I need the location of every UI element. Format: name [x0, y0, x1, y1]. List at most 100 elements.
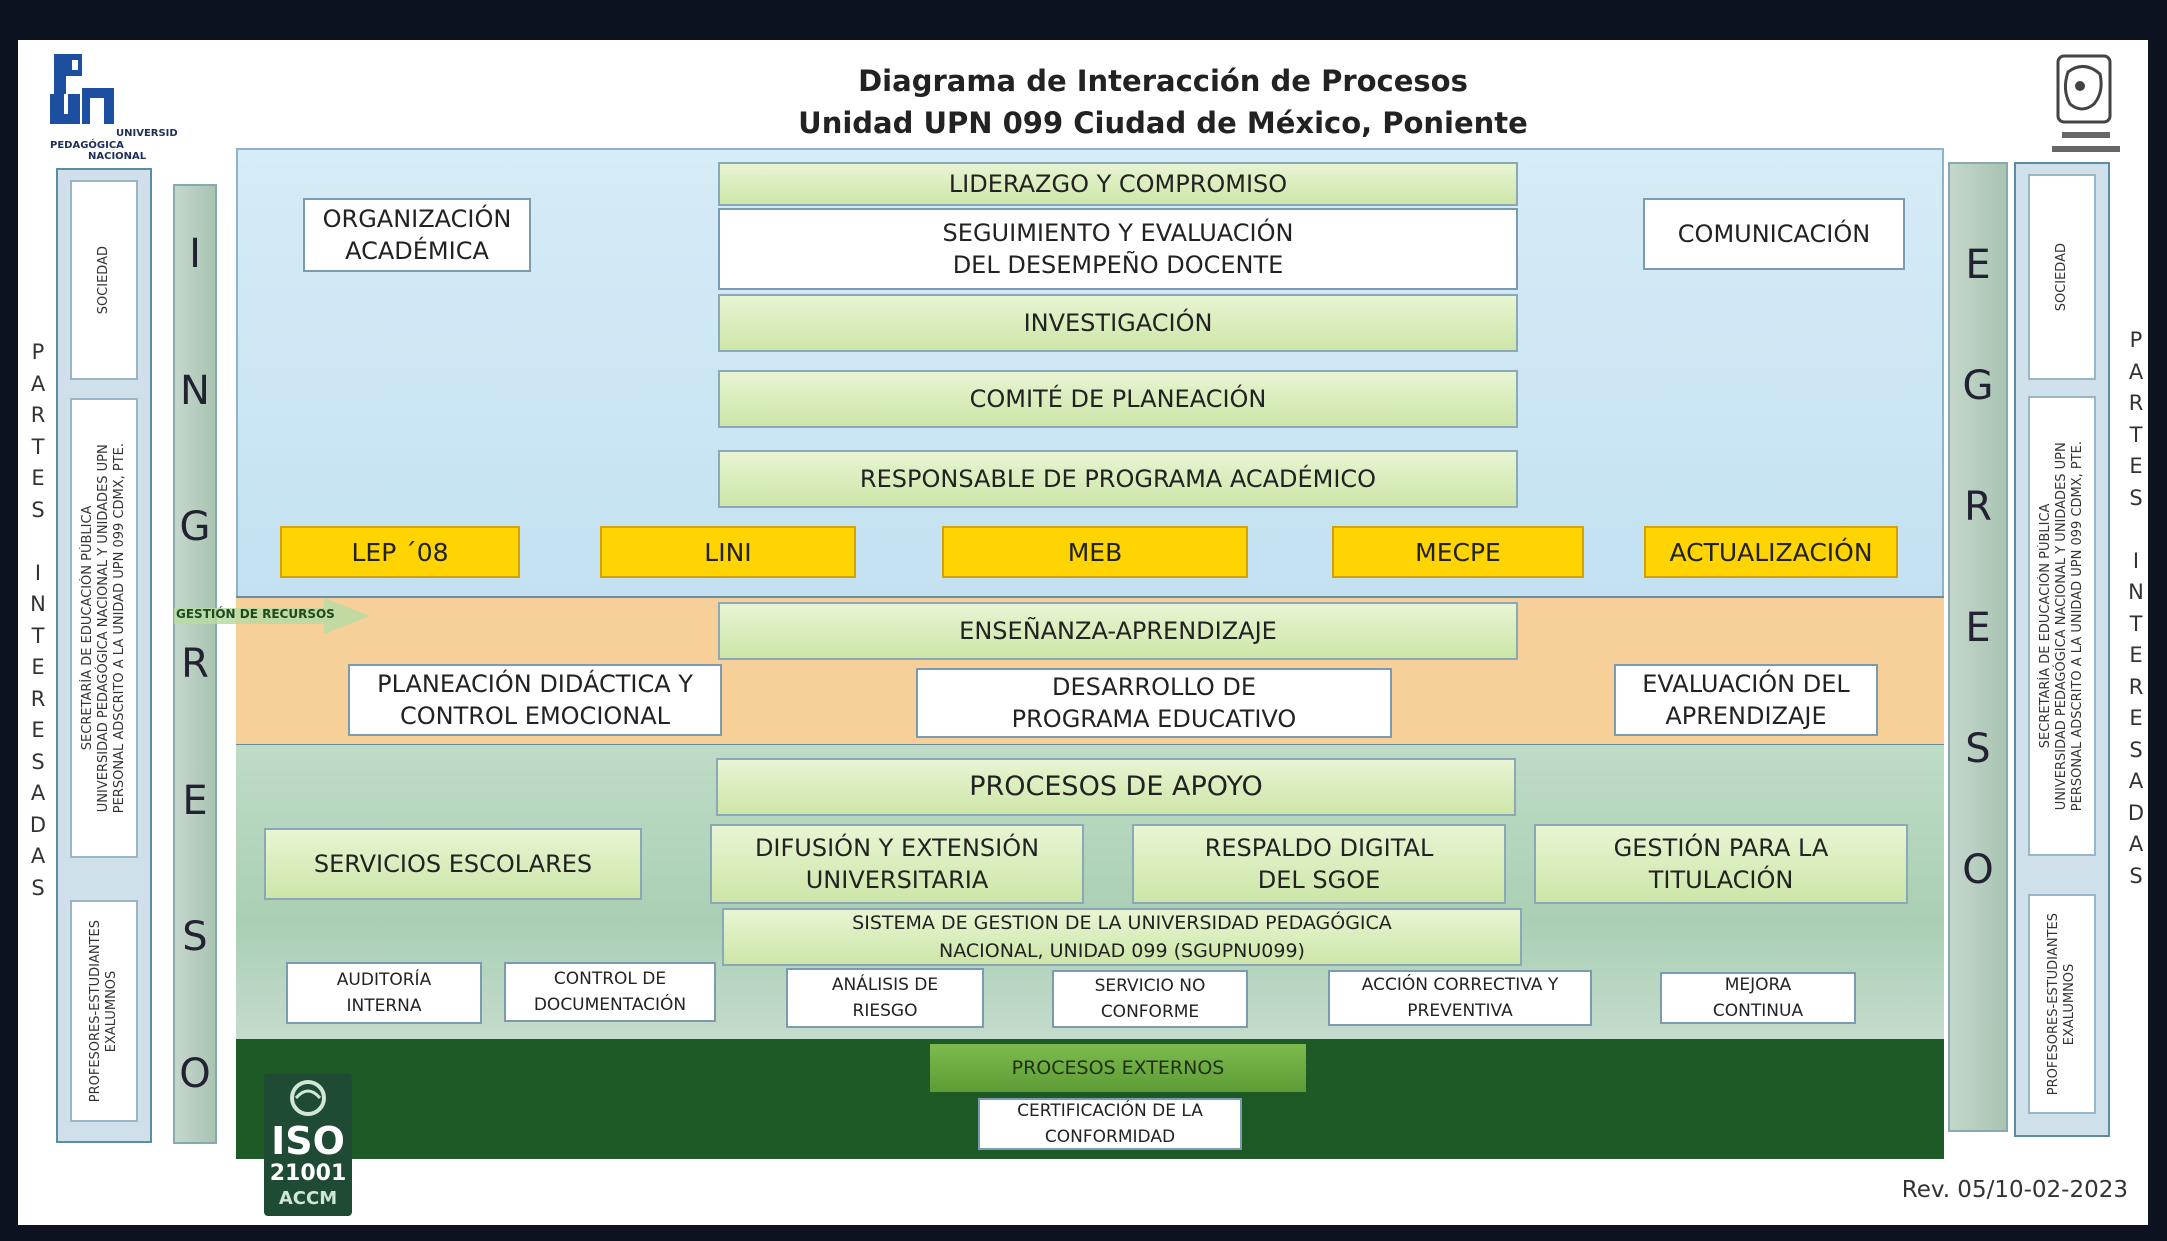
- mejora-continua-box: MEJORA CONTINUA: [1660, 972, 1856, 1024]
- mejora-line-2: CONTINUA: [1712, 1001, 1804, 1021]
- program-mecpe: MECPE: [1332, 526, 1584, 578]
- auditoria-line-2: INTERNA: [346, 996, 422, 1016]
- evaluacion-line-1: EVALUACIÓN DEL: [1642, 670, 1850, 698]
- servicios-escolares-label: SERVICIOS ESCOLARES: [313, 850, 593, 878]
- partes-interesadas-right-letter-0: P: [2129, 328, 2143, 352]
- liderazgo-label: LIDERAZGO Y COMPROMISO: [948, 170, 1288, 198]
- comunicacion-box: COMUNICACIÓN: [1643, 198, 1905, 270]
- difusion-line-1: DIFUSIÓN Y EXTENSIÓN: [754, 834, 1040, 862]
- right-sociedad-box: SOCIEDAD: [2028, 174, 2096, 380]
- egreso-letter-3: E: [1965, 604, 1991, 651]
- partes-interesadas-left-letter-15: D: [29, 812, 47, 837]
- respaldo-digital-box: RESPALDO DIGITAL DEL SGOE: [1132, 824, 1506, 904]
- difusion-line-2: UNIVERSITARIA: [805, 866, 989, 894]
- organizacion-academica-box: ORGANIZACIÓN ACADÉMICA: [303, 198, 531, 272]
- analisis-line-2: RIESGO: [852, 1001, 918, 1021]
- right-stakeholder-column: SOCIEDAD SECRETARÍA DE EDUCACIÓN PÚBLICA…: [2014, 162, 2110, 1137]
- analisis-riesgo-box: ANÁLISIS DE RIESGO: [786, 968, 984, 1028]
- liderazgo-box: LIDERAZGO Y COMPROMISO: [718, 162, 1518, 206]
- partes-interesadas-left-letter-9: T: [31, 623, 45, 648]
- partes-interesadas-right-letter-1: A: [2128, 359, 2144, 384]
- servicio-nc-line-1: SERVICIO NO: [1094, 976, 1206, 996]
- partes-interesadas-left-letter-3: T: [31, 434, 45, 459]
- comite-planeacion-box: COMITÉ DE PLANEACIÓN: [718, 370, 1518, 428]
- upn-logo-text-1: UNIVERSIDAD: [116, 128, 178, 139]
- egreso-letter-5: O: [1962, 846, 1994, 893]
- comunicacion-label: COMUNICACIÓN: [1677, 220, 1871, 248]
- right-sep-text: SECRETARÍA DE EDUCACIÓN PÚBLICA: [2038, 503, 2053, 749]
- responsable-programa-label: RESPONSABLE DE PROGRAMA ACADÉMICO: [859, 465, 1377, 493]
- analisis-line-1: ANÁLISIS DE: [831, 975, 939, 995]
- egreso-letter-0: E: [1965, 241, 1991, 288]
- responsable-programa-box: RESPONSABLE DE PROGRAMA ACADÉMICO: [718, 450, 1518, 508]
- partes-interesadas-right-letter-6: [2133, 517, 2140, 541]
- procesos-apoyo-box: PROCESOS DE APOYO: [716, 758, 1516, 816]
- desarrollo-line-2: PROGRAMA EDUCATIVO: [1011, 705, 1297, 733]
- partes-interesadas-left-letter-2: R: [30, 403, 46, 428]
- program-meb-label: MEB: [1067, 537, 1123, 567]
- planeacion-line-1: PLANEACIÓN DIDÁCTICA Y: [377, 670, 693, 698]
- right-exalumnos-text: EXALUMNOS: [2062, 963, 2077, 1045]
- right-profesores-label: PROFESORES-ESTUDIANTES EXALUMNOS: [2046, 913, 2078, 1095]
- titulacion-line-2: TITULACIÓN: [1648, 866, 1794, 894]
- respaldo-line-1: RESPALDO DIGITAL: [1204, 834, 1434, 862]
- partes-interesadas-right-letter-14: A: [2128, 769, 2144, 794]
- upn-logo: UNIVERSIDAD PEDAGÓGICA NACIONAL: [38, 52, 194, 162]
- program-meb: MEB: [942, 526, 1248, 578]
- program-actualizacion: ACTUALIZACIÓN: [1644, 526, 1898, 578]
- gestion-recursos-arrow: GESTIÓN DE RECURSOS: [174, 596, 374, 636]
- procesos-apoyo-label: PROCESOS DE APOYO: [969, 771, 1263, 802]
- partes-interesadas-left-letter-11: R: [30, 686, 46, 711]
- gestion-recursos-label: GESTIÓN DE RECURSOS: [176, 607, 335, 621]
- partes-interesadas-left-letter-4: E: [31, 466, 45, 491]
- mejora-line-1: MEJORA: [1724, 975, 1792, 995]
- partes-interesadas-right-letter-9: T: [2129, 611, 2143, 636]
- right-personal-text: PERSONAL ADSCRITO A LA UNIDAD UPN 099 CD…: [2070, 440, 2085, 812]
- ingreso-letter-5: S: [182, 914, 208, 961]
- left-sep-text: SECRETARÍA DE EDUCACIÓN PÚBLICA: [80, 505, 95, 751]
- comite-planeacion-label: COMITÉ DE PLANEACIÓN: [969, 385, 1267, 413]
- investigacion-label: INVESTIGACIÓN: [1023, 309, 1213, 337]
- control-line-1: CONTROL DE: [553, 969, 667, 989]
- partes-interesadas-left-letter-1: A: [30, 371, 46, 396]
- partes-interesadas-left-letter-0: P: [31, 340, 45, 364]
- planeacion-didactica-box: PLANEACIÓN DIDÁCTICA Y CONTROL EMOCIONAL: [348, 664, 722, 736]
- difusion-extension-box: DIFUSIÓN Y EXTENSIÓN UNIVERSITARIA: [710, 824, 1084, 904]
- desarrollo-programa-box: DESARROLLO DE PROGRAMA EDUCATIVO: [916, 668, 1392, 738]
- certificacion-conformidad-box: CERTIFICACIÓN DE LA CONFORMIDAD: [978, 1098, 1242, 1150]
- certificacion-line-1: CERTIFICACIÓN DE LA: [1017, 1101, 1203, 1121]
- left-profesores-label: PROFESORES-ESTUDIANTES EXALUMNOS: [88, 920, 120, 1102]
- program-lini: LINI: [600, 526, 856, 578]
- procesos-externos-label: PROCESOS EXTERNOS: [1011, 1057, 1225, 1079]
- partes-interesadas-left-letter-5: S: [31, 497, 45, 522]
- right-upn-text: UNIVERSIDAD PEDAGÓGICA NACIONAL Y UNIDAD…: [2054, 442, 2069, 810]
- ingreso-letter-0: I: [189, 231, 201, 278]
- auditoria-interna-box: AUDITORÍA INTERNA: [286, 962, 482, 1024]
- left-institutions-box: SECRETARÍA DE EDUCACIÓN PÚBLICA UNIVERSI…: [70, 398, 138, 858]
- procesos-externos-box: PROCESOS EXTERNOS: [930, 1044, 1306, 1092]
- organizacion-line-1: ORGANIZACIÓN: [322, 205, 512, 233]
- revision-label: Rev. 05/10-02-2023: [1901, 1177, 2128, 1203]
- servicio-nc-line-2: CONFORME: [1100, 1002, 1200, 1022]
- right-profesores-text: PROFESORES-ESTUDIANTES: [2046, 912, 2061, 1096]
- seguimiento-line-1: SEGUIMIENTO Y EVALUACIÓN: [942, 219, 1294, 247]
- planeacion-line-2: CONTROL EMOCIONAL: [399, 702, 671, 730]
- partes-interesadas-right-letter-15: D: [2127, 800, 2145, 825]
- title-line-2: Unidad UPN 099 Ciudad de México, Ponient…: [798, 106, 1528, 140]
- ingreso-letter-3: R: [181, 640, 209, 687]
- right-institutions-label: SECRETARÍA DE EDUCACIÓN PÚBLICA UNIVERSI…: [2038, 441, 2086, 811]
- sistema-line-2: NACIONAL, UNIDAD 099 (SGUPNU099): [939, 940, 1305, 962]
- seguimiento-line-2: DEL DESEMPEÑO DOCENTE: [952, 251, 1284, 279]
- iso-21001-badge: ISO 21001 ACCM: [260, 1070, 356, 1220]
- ingreso-letter-6: O: [179, 1050, 211, 1097]
- seguimiento-box: SEGUIMIENTO Y EVALUACIÓN DEL DESEMPEÑO D…: [718, 208, 1518, 290]
- left-personal-text: PERSONAL ADSCRITO A LA UNIDAD UPN 099 CD…: [112, 442, 127, 814]
- ingreso-letter-4: E: [182, 777, 208, 824]
- left-exalumnos-text: EXALUMNOS: [104, 970, 119, 1052]
- certificacion-line-2: CONFORMIDAD: [1044, 1127, 1176, 1147]
- partes-interesadas-right-letter-4: E: [2129, 454, 2143, 479]
- iso-badge-text: ISO: [271, 1119, 345, 1163]
